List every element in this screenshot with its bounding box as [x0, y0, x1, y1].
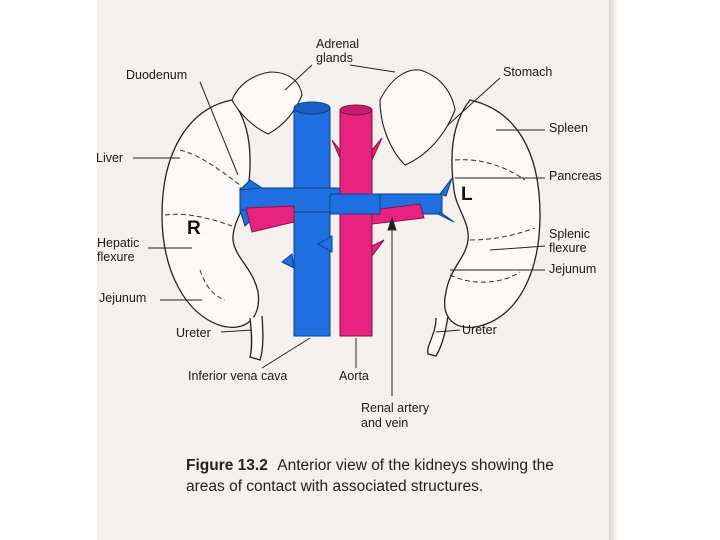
- label-adrenal-glands-line2: glands: [316, 51, 353, 65]
- contact-areas-right: [164, 149, 241, 301]
- label-adrenal-glands-line1: Adrenal: [316, 37, 359, 51]
- figure-caption-text: Anterior view of the kidneys showing the…: [186, 457, 554, 495]
- label-hepatic-flexure-line2: flexure: [97, 250, 135, 264]
- label-spleen: Spleen: [549, 121, 588, 135]
- label-jejunum-left: Jejunum: [99, 291, 146, 305]
- label-liver: Liver: [96, 151, 123, 165]
- label-splenic-flexure-line1: Splenic: [549, 227, 590, 241]
- aorta: [245, 104, 425, 337]
- label-aorta: Aorta: [339, 369, 369, 383]
- left-kidney: [444, 99, 541, 328]
- label-splenic-flexure-line2: flexure: [549, 241, 587, 255]
- leader-lines: [133, 64, 546, 396]
- kidney-letter-left: L: [461, 184, 473, 205]
- renal-vein-crossing: [329, 193, 381, 215]
- figure-number: Figure 13.2: [186, 457, 268, 474]
- label-inferior-vena-cava: Inferior vena cava: [188, 369, 287, 383]
- label-ureter-right: Ureter: [462, 323, 497, 337]
- page-edge-shadow: [609, 0, 619, 540]
- right-adrenal-gland: [231, 71, 303, 135]
- label-stomach: Stomach: [503, 65, 552, 79]
- right-ureter: [249, 315, 264, 361]
- label-duodenum: Duodenum: [126, 68, 187, 82]
- label-hepatic-flexure-line1: Hepatic: [97, 236, 139, 250]
- label-renal-artery-vein-line2: and vein: [361, 416, 408, 430]
- label-jejunum-right: Jejunum: [549, 262, 596, 276]
- label-renal-artery-vein-line1: Renal artery: [361, 401, 430, 415]
- label-pancreas: Pancreas: [549, 169, 602, 183]
- figure-caption: Figure 13.2 Anterior view of the kidneys…: [186, 455, 596, 497]
- contact-areas-left: [449, 159, 536, 283]
- left-adrenal-gland: [379, 69, 456, 166]
- left-ureter: [427, 315, 449, 357]
- label-ureter-left: Ureter: [176, 326, 211, 340]
- kidney-letter-right: R: [187, 218, 201, 239]
